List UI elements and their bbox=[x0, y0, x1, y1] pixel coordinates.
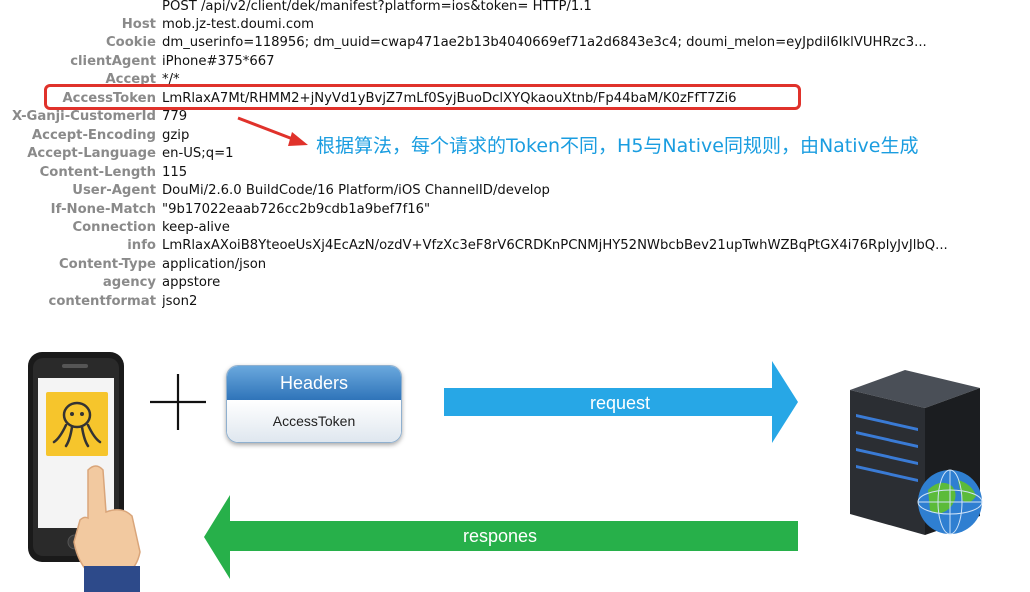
header-key: Connection bbox=[72, 219, 156, 235]
access-token-highlight bbox=[44, 84, 801, 110]
header-value: "9b17022eaab726cc2b9cdb1a9bef7f16" bbox=[162, 201, 431, 217]
request-flow-diagram: Headers AccessToken request respones bbox=[0, 330, 1030, 592]
plus-icon bbox=[150, 374, 206, 430]
header-value: keep-alive bbox=[162, 219, 230, 235]
request-arrow bbox=[444, 361, 798, 443]
header-value: json2 bbox=[162, 293, 198, 309]
globe-icon bbox=[917, 469, 983, 535]
header-key: User-Agent bbox=[72, 183, 156, 199]
header-value: LmRlaxAXoiB8YteoeUsXj4EcAzN/ozdV+VfzXc3e… bbox=[162, 238, 948, 254]
response-arrow bbox=[204, 495, 798, 579]
annotation-text: 根据算法，每个请求的Token不同，H5与Native同规则，由Native生成 bbox=[316, 135, 919, 157]
hand-icon bbox=[73, 465, 141, 592]
headers-card-item: AccessToken bbox=[227, 400, 401, 442]
header-key: Accept-Encoding bbox=[31, 127, 156, 143]
headers-card: Headers AccessToken bbox=[226, 365, 402, 443]
header-key: If-None-Match bbox=[50, 201, 156, 217]
header-key: Accept bbox=[105, 72, 156, 88]
header-key: Cookie bbox=[105, 35, 156, 51]
response-label: respones bbox=[462, 526, 538, 546]
header-key: agency bbox=[102, 275, 156, 291]
header-value: application/json bbox=[162, 256, 267, 272]
header-key: Content-Type bbox=[58, 256, 156, 272]
header-key: Accept-Language bbox=[27, 146, 156, 162]
header-key: X-Ganji-CustomerId bbox=[11, 109, 156, 125]
header-key: clientAgent bbox=[70, 53, 156, 69]
octopus-app-icon bbox=[46, 392, 108, 456]
header-key: contentformat bbox=[48, 293, 156, 309]
header-value: appstore bbox=[162, 275, 221, 291]
header-key: Content-Length bbox=[39, 164, 156, 180]
annotation-arrow bbox=[237, 116, 308, 146]
request-headers-panel: POST /api/v2/client/dek/manifest?platfor… bbox=[11, 0, 948, 309]
header-key: Host bbox=[121, 17, 156, 32]
header-key: AccessToken bbox=[62, 90, 156, 106]
headers-card-title: Headers bbox=[227, 366, 401, 400]
request-label: request bbox=[589, 393, 651, 413]
header-key: info bbox=[127, 238, 156, 254]
